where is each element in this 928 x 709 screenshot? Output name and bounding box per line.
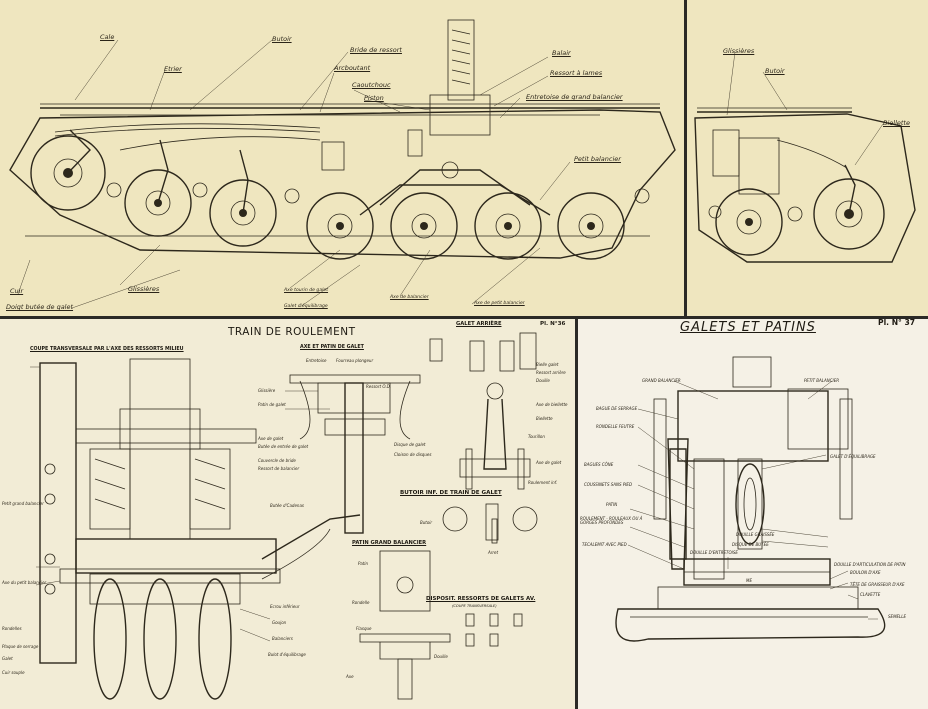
- label-ressort-od: Ressort O.D.: [366, 384, 391, 389]
- section-dispositif-title: DISPOSIT. RESSORTS DE GALETS AV.: [426, 596, 536, 602]
- label-ressort-balancier: Ressort de balancier: [258, 466, 300, 471]
- bottom-left-sheet: TRAIN DE ROULEMENT COUPE TRANSVERSALE PA…: [0, 319, 575, 709]
- label-patin-b: Patin: [358, 561, 369, 566]
- galets-et-patins-section: [615, 356, 886, 642]
- label-glissiere-b: Glissière: [258, 388, 276, 393]
- label-ecrou-inf: Ecrou inférieur: [270, 604, 300, 609]
- label-entretoise-b: Entretoise: [306, 358, 327, 363]
- label-flasque: Flasque: [356, 626, 372, 631]
- label-piston: Piston: [364, 94, 384, 102]
- label-axe: Axe: [346, 674, 354, 679]
- label-grand-balancier: GRAND BALANCIER: [642, 378, 681, 383]
- label-petit-balancier-r: PETIT BALANCIER: [804, 378, 839, 383]
- label-axe-balancier-b: Axe du petit balancier: [2, 580, 47, 585]
- label-boulon-axe: BOULON D'AXE: [850, 570, 881, 575]
- plate-37-number: Pl. N° 37: [878, 319, 916, 327]
- label-biellette: Biellette: [883, 119, 910, 127]
- label-cuir-souple: Cuir souple: [2, 670, 25, 675]
- label-roulement: ROULEMENT - ROULEAUX OU À GORGES PROFOND…: [580, 516, 643, 525]
- label-cuir: Cuir: [10, 287, 24, 295]
- label-axe-balancier: Axe de balancier: [390, 295, 429, 300]
- road-wheels: [30, 135, 625, 260]
- label-douille-articulation: DOUILLE D'ARTICULATION DE PATIN: [834, 562, 906, 567]
- label-tecalemit: TECALEMIT AVEC PIED: [582, 542, 627, 547]
- plate-36-title: TRAIN DE ROULEMENT: [228, 326, 356, 338]
- label-axe-tourillon: Axe tourin de galet: [284, 288, 329, 293]
- label-butoir: Butoir: [272, 35, 292, 43]
- label-bague-serrage: BAGUE DE SERRAGE: [596, 406, 638, 411]
- label-petit-grand-balancier: Petit grand balancier: [2, 501, 44, 506]
- label-disque-galet: Disque de galet: [394, 442, 426, 447]
- label-couvercle-bride: Couvercle de bride: [258, 458, 296, 463]
- section-dispositif-subtitle: (COUPE TRANSVERSALE): [452, 604, 497, 608]
- label-butee-cadenas: Butée d'Cadenas: [270, 503, 304, 508]
- label-caoutchouc: Caoutchouc: [352, 81, 391, 89]
- suspension-side-elevation: [9, 19, 676, 309]
- rear-suspension-elevation: [694, 51, 916, 263]
- section-coupe-title: COUPE TRANSVERSALE PAR L'AXE DES RESSORT…: [30, 347, 184, 352]
- plate-36-number: Pl. N°36: [540, 321, 566, 327]
- rear-wheels: [715, 178, 885, 256]
- label-tete-graisseur: TÊTE DE GRAISSEUR D'AXE: [850, 582, 905, 587]
- label-coussinets: COUSSINETS SANS PIED: [584, 482, 633, 487]
- label-etrier: Etrier: [164, 65, 182, 73]
- running-gear-sections: [30, 332, 538, 700]
- label-butoir-r: Butoir: [765, 67, 785, 75]
- label-rondelle: Rondelle: [352, 600, 370, 605]
- label-balancier-b: Balanciers: [272, 636, 293, 641]
- label-fourreau: Fourreau plongeur: [336, 358, 374, 363]
- label-bielle-galet: Bielle galet: [536, 362, 559, 367]
- label-tourillon: Tourillon: [528, 434, 545, 439]
- label-bride: Bride de ressort: [350, 46, 402, 54]
- label-patin-galet: Patin de galet: [258, 402, 286, 407]
- label-butoir-b: Butoir: [420, 520, 433, 525]
- label-glissieres: Glissières: [128, 285, 160, 293]
- label-bagues-cone: BAGUES CÔNE: [584, 462, 614, 467]
- label-patin-r: PATIN: [606, 502, 618, 507]
- label-plaque-serrage: Plaque de serrage: [2, 644, 39, 649]
- label-balair: Balair: [552, 49, 571, 57]
- label-goujon: Goujon: [272, 620, 287, 625]
- label-me: ME: [746, 578, 752, 583]
- plate-37-title: GALETS ET PATINS: [680, 320, 816, 335]
- section-butoir-title: BUTOIR INF. DE TRAIN DE GALET: [400, 490, 502, 496]
- label-galet-equilibrage-r: GALET D'ÉQUILIBRAGE: [830, 454, 876, 459]
- label-axe-galet-r: Axe de galet: [536, 460, 562, 465]
- label-roulement-inf: Roulement inf.: [528, 480, 558, 485]
- label-ressort-lames: Ressort à lames: [550, 69, 603, 77]
- top-left-sheet: Cale Butoir Etrier Bride de ressort Arcb…: [0, 0, 684, 316]
- label-axe-galet: Axe de galet: [258, 436, 284, 441]
- label-arret: Arret: [488, 550, 499, 555]
- label-ressort-arriere: Ressort arrière: [536, 370, 566, 375]
- section-galet-arriere-title: GALET ARRIÈRE: [456, 321, 502, 327]
- bottom-right-sheet: GALETS ET PATINS Pl. N° 37 GRAND BALANCI…: [578, 319, 928, 709]
- label-doigt-galet: Doigt butée de galet: [6, 303, 74, 311]
- label-entretoise: Entretoise de grand balancier: [526, 93, 623, 101]
- label-cale: Cale: [100, 33, 115, 41]
- label-rondelle-feutre: RONDELLE FEUTRE: [596, 424, 635, 429]
- label-disque-butee: DISQUE DE BUTÉE: [732, 542, 769, 547]
- label-douille-b: Douille: [434, 654, 448, 659]
- label-rondelles: Rondelles: [2, 626, 22, 631]
- label-butee-entree: Butée de entrée de galet: [258, 444, 309, 449]
- label-petit-balancier: Petit balancier: [574, 155, 621, 163]
- label-glissieres-r: Glissières: [723, 47, 755, 55]
- label-clavette: CLAVETTE: [860, 592, 881, 597]
- label-axe-petit-balancier: Axe de petit balancier: [474, 301, 525, 306]
- label-douille-entretoise: DOUILLE D'ENTRETOISE: [690, 550, 738, 555]
- section-patin-title: PATIN GRAND BALANCIER: [352, 540, 427, 546]
- label-cloison-disques: Cloison de disques: [394, 452, 432, 457]
- label-douille-graissee: DOUILLE GRAISSÉE: [736, 532, 775, 537]
- label-douille: Douille: [536, 378, 550, 383]
- label-bulot: Bulot d'équilibrage: [268, 652, 306, 657]
- label-semelle: SEMELLE: [888, 614, 907, 619]
- label-arcboutant: Arcboutant: [334, 64, 371, 72]
- label-axe-biellette: Axe de biellette: [536, 402, 568, 407]
- label-biellette-b: Biellette: [536, 416, 553, 421]
- label-galet-equilibrage: Galet d'équilibrage: [284, 304, 328, 309]
- top-right-sheet: Glissières Butoir Biellette: [687, 0, 928, 316]
- section-axe-title: AXE ET PATIN DE GALET: [300, 345, 364, 350]
- label-galet-col: Galet: [2, 656, 13, 661]
